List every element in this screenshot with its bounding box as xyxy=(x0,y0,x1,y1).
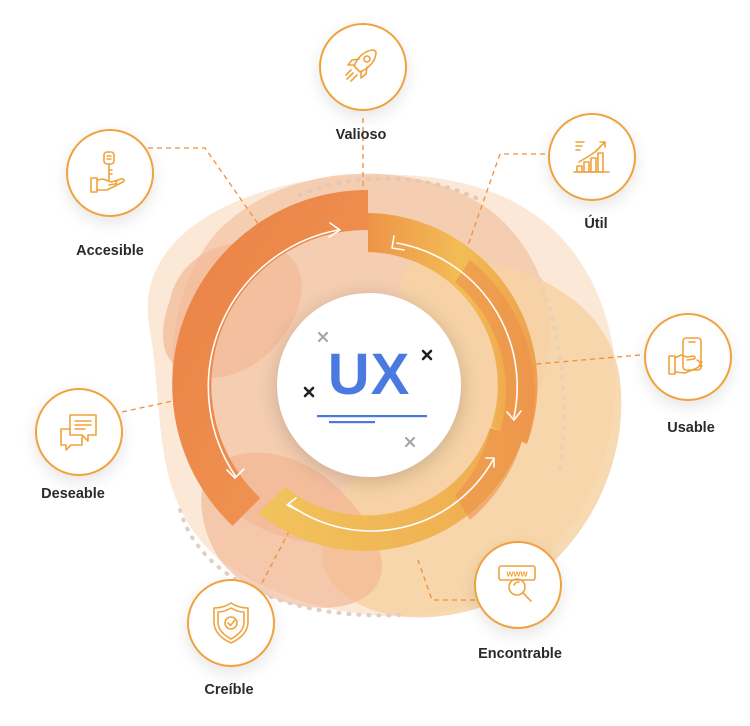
shield-check-icon xyxy=(213,602,249,644)
node-circle xyxy=(66,129,154,217)
node-encontrable: www xyxy=(474,541,564,631)
node-label-valioso: Valioso xyxy=(335,127,387,143)
node-valioso xyxy=(319,23,409,113)
growth-chart-icon xyxy=(573,141,610,173)
node-label-deseable: Deseable xyxy=(41,486,105,502)
ux-decorations xyxy=(303,331,433,448)
node-circle xyxy=(548,113,636,201)
node-circle xyxy=(319,23,407,111)
node-label-accesible: Accesible xyxy=(76,243,144,259)
node-util xyxy=(548,113,638,203)
rocket-icon xyxy=(345,49,377,82)
node-label-creible: Creíble xyxy=(204,682,254,698)
ux-ring xyxy=(172,189,538,551)
node-deseable xyxy=(35,388,125,478)
node-circle: www xyxy=(474,541,562,629)
node-usable xyxy=(644,313,734,403)
ux-title: UX xyxy=(327,342,411,407)
node-label-usable: Usable xyxy=(667,420,715,436)
node-label-util: Útil xyxy=(584,216,608,232)
node-circle xyxy=(644,313,732,401)
hand-phone-icon xyxy=(668,337,703,375)
node-circle xyxy=(35,388,123,476)
ring-arrows xyxy=(207,222,522,532)
chat-bubbles-icon xyxy=(60,414,97,451)
key-hand-icon xyxy=(90,151,125,193)
svg-text:www: www xyxy=(505,569,528,579)
node-circle xyxy=(187,579,275,667)
node-creible xyxy=(187,579,277,669)
node-label-encontrable: Encontrable xyxy=(478,646,562,662)
node-accesible xyxy=(66,129,156,219)
ux-center-circle: UX xyxy=(277,293,461,477)
www-search-icon: www xyxy=(498,565,536,602)
